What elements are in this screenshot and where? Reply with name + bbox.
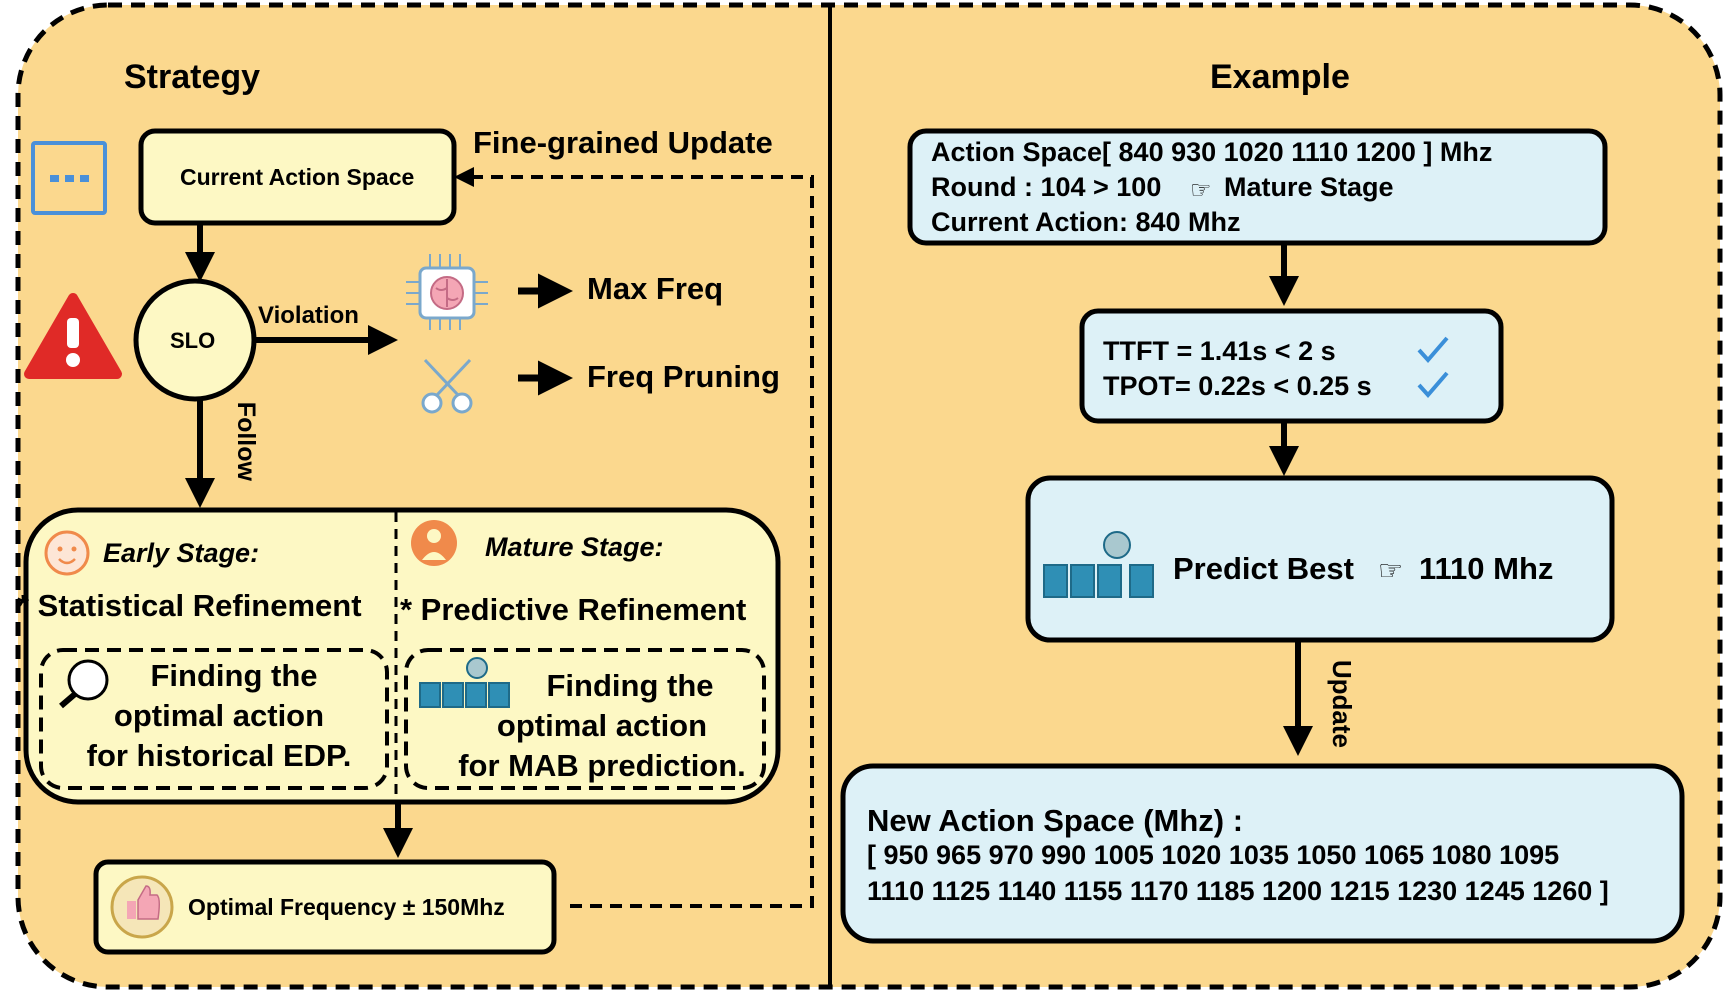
action-space-line: Action Space[ 840 930 1020 1110 1200 ] M… — [931, 137, 1493, 167]
magnifier-icon — [59, 659, 109, 709]
warning-icon — [24, 293, 122, 379]
violation-label: Violation — [258, 302, 359, 329]
fine-grained-update-label: Fine-grained Update — [473, 125, 773, 160]
stages-container — [23, 507, 781, 805]
check-icon-tpot — [1417, 371, 1449, 399]
early-stage-line3: for historical EDP. — [86, 738, 352, 773]
mature-stage-line1: Finding the — [546, 668, 714, 703]
slo-check-box — [1079, 308, 1504, 424]
early-stage-line1: Finding the — [150, 658, 318, 693]
round-line-b: Mature Stage — [1224, 172, 1394, 202]
scissors-icon — [421, 358, 473, 414]
early-stage-box — [39, 648, 389, 790]
update-label: Update — [1327, 659, 1358, 749]
new-action-space-box — [840, 763, 1685, 944]
new-action-space-line1: [ 950 965 970 990 1005 1020 1035 1050 10… — [867, 840, 1560, 870]
predict-label: Predict Best — [1173, 551, 1354, 586]
early-stage-title: Early Stage: — [103, 538, 260, 568]
early-stage-line2: optimal action — [113, 698, 325, 733]
fine-grained-update-arrow — [454, 167, 814, 908]
slot-machines-icon — [419, 657, 510, 708]
ttft-line: TTFT = 1.41s < 2 s — [1103, 336, 1336, 366]
current-action-line: Current Action: 840 Mhz — [931, 207, 1241, 237]
round-line-a: Round : 104 > 100 — [931, 172, 1162, 202]
pointing-hand-icon-predict: ☞ — [1378, 554, 1403, 587]
follow-label: Follow — [231, 401, 260, 481]
mature-stage-line2: optimal action — [496, 708, 708, 743]
optimal-frequency-label: Optimal Frequency ± 150Mhz — [188, 894, 505, 920]
optimal-frequency-box — [93, 859, 557, 955]
predict-value: 1110 Mhz — [1419, 551, 1554, 586]
example-info-box — [907, 128, 1608, 246]
new-action-space-title: New Action Space (Mhz) : — [867, 803, 1244, 838]
predict-box — [1025, 475, 1615, 643]
mature-stage-title: Mature Stage: — [485, 532, 664, 562]
max-freq-label: Max Freq — [587, 271, 724, 306]
new-action-space-line2: 1110 1125 1140 1155 1170 1185 1200 1215 … — [867, 876, 1609, 906]
ai-chip-icon — [406, 254, 488, 330]
strategy-title: Strategy — [124, 58, 261, 96]
mature-stage-box — [404, 648, 766, 790]
person-icon — [411, 520, 457, 566]
check-icon-ttft — [1417, 336, 1449, 364]
example-title: Example — [1210, 58, 1350, 96]
pointing-hand-icon-round: ☞ — [1190, 176, 1212, 204]
predict-slot-machines-icon — [1043, 531, 1154, 598]
freq-pruning-label: Freq Pruning — [587, 359, 780, 394]
slo-label: SLO — [170, 328, 216, 353]
baby-face-icon — [44, 530, 90, 576]
tpot-line: TPOT= 0.22s < 0.25 s — [1103, 371, 1372, 401]
more-dots-icon — [31, 141, 107, 215]
mature-stage-bullet: * Predictive Refinement — [400, 592, 747, 627]
early-stage-bullet: * Statistical Refinement — [17, 588, 362, 623]
mature-stage-line3: for MAB prediction. — [458, 748, 746, 783]
thumbs-up-icon — [110, 875, 174, 939]
current-action-space-label: Current Action Space — [180, 164, 415, 190]
